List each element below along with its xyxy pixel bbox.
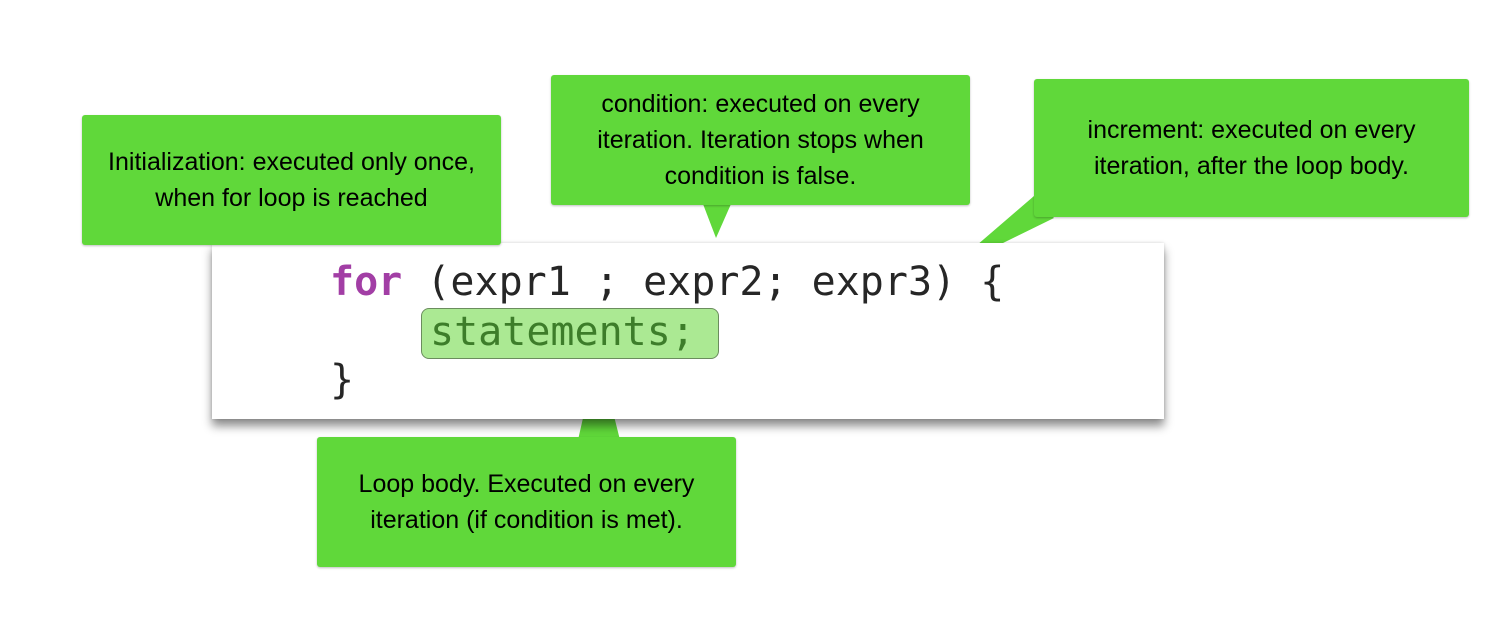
loop-body-callout: Loop body. Executed on every iteration (… (317, 437, 736, 567)
initialization-callout-text: Initialization: executed only once, when… (108, 148, 475, 212)
loop-body-callout-text: Loop body. Executed on every iteration (… (358, 470, 695, 534)
increment-callout: increment: executed on every iteration, … (1034, 79, 1469, 217)
for-header: (expr1 ; expr2; expr3) { (402, 259, 1005, 305)
condition-callout-text: condition: executed on every iteration. … (597, 90, 924, 190)
code-line-body: statements; (430, 308, 695, 356)
condition-callout: condition: executed on every iteration. … (551, 75, 970, 205)
code-line-close: } (330, 356, 354, 404)
increment-callout-text: increment: executed on every iteration, … (1087, 116, 1416, 180)
code-line-header: for (expr1 ; expr2; expr3) { (330, 258, 1004, 306)
statements-text: statements; (430, 309, 695, 355)
closing-brace: } (330, 357, 355, 403)
condition-pointer (703, 204, 731, 238)
statement-highlight (421, 308, 719, 359)
for-keyword: for (330, 259, 403, 305)
initialization-callout: Initialization: executed only once, when… (82, 115, 501, 245)
